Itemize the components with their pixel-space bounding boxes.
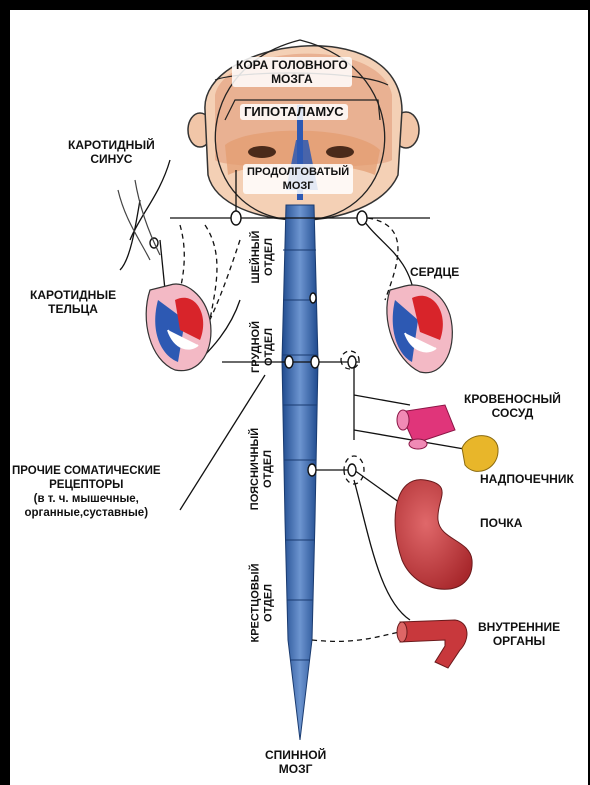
kidney-organ [395,480,472,590]
internal-organs [397,620,467,668]
label-hypothalamus: ГИПОТАЛАМУС [240,104,348,120]
blood-vessel-organ [397,405,455,449]
carotid-bodies-organ [146,284,211,371]
adrenal-organ [462,436,498,472]
label-adrenal: НАДПОЧЕЧНИК [480,472,574,486]
heart-organ [387,285,452,373]
label-kidney: ПОЧКА [480,516,522,530]
label-heart: СЕРДЦЕ [410,265,459,279]
